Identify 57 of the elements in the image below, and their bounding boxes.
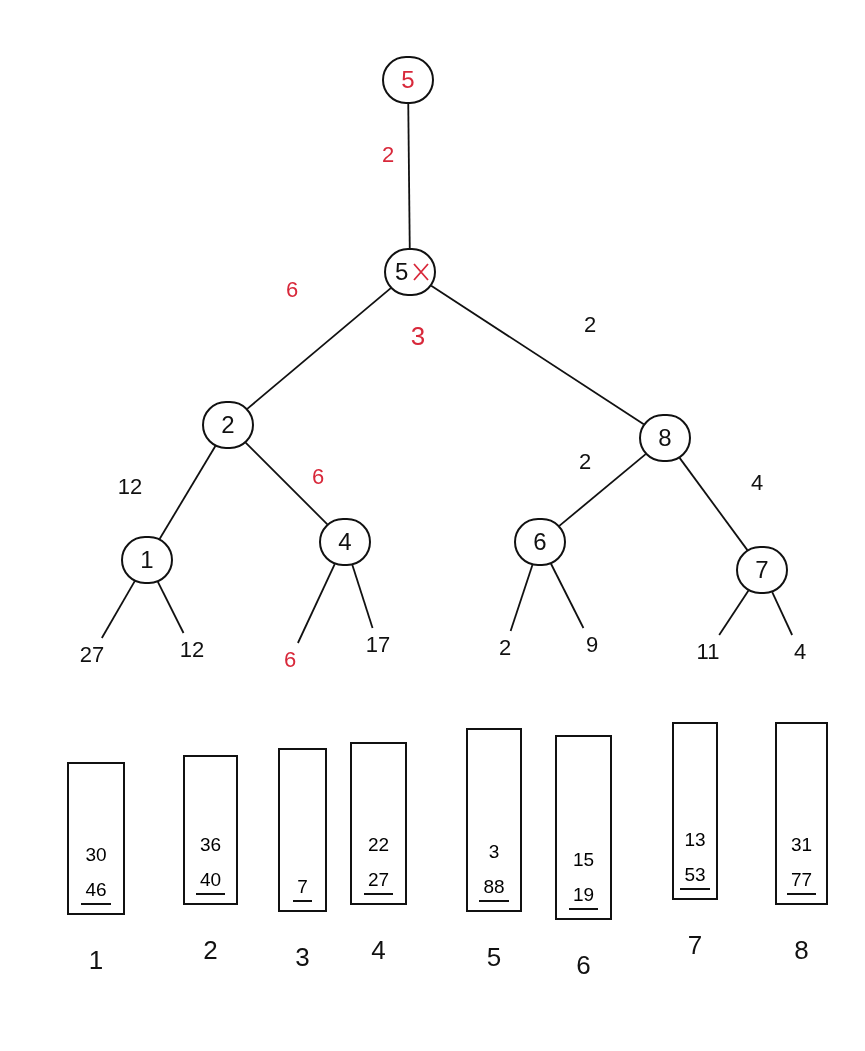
bucket-value: 7 (293, 877, 312, 902)
bucket-value: 46 (81, 880, 111, 905)
bucket-value: 77 (786, 870, 817, 895)
bucket-number: 6 (576, 952, 591, 978)
leaf-value: 11 (696, 641, 720, 663)
bucket-box (67, 762, 125, 915)
node-value: 5 (401, 68, 415, 92)
connector-line (351, 564, 374, 629)
connector-line (558, 453, 647, 527)
node-value: 2 (221, 413, 235, 437)
bucket-value: 3 (487, 842, 501, 861)
bucket-value: 36 (198, 835, 223, 854)
bucket-value: 53 (680, 865, 710, 890)
bucket-box (278, 748, 327, 912)
leaf-value: 6 (283, 649, 297, 671)
bucket-value: 22 (366, 835, 391, 854)
bucket-value: 30 (84, 845, 108, 864)
bucket-box (183, 755, 238, 905)
leaf-value: 2 (498, 637, 512, 659)
connector-line (678, 456, 749, 552)
connector-line (509, 564, 534, 632)
connector-line (407, 103, 411, 249)
bucket-number: 4 (371, 937, 386, 963)
bucket-number: 5 (486, 944, 502, 970)
node-value: 8 (658, 426, 672, 450)
connector-line (430, 284, 645, 426)
bucket-value: 40 (195, 870, 226, 895)
bucket-value: 27 (363, 870, 394, 895)
bucket-number: 2 (203, 937, 218, 963)
node-value: 5 (395, 260, 409, 284)
bucket-number: 8 (794, 937, 809, 963)
bucket-box (350, 742, 407, 905)
node-annotation: 3 (410, 323, 426, 349)
leaf-value: 17 (365, 634, 391, 656)
bucket-value: 13 (683, 830, 707, 849)
connector-line (244, 441, 329, 526)
bucket-number: 7 (687, 932, 703, 958)
bucket-value: 19 (568, 885, 599, 910)
leaf-value: 9 (585, 634, 599, 656)
bucket-value: 31 (789, 835, 814, 854)
node-value: 7 (755, 558, 769, 582)
connector-line (246, 287, 392, 410)
bucket-box (555, 735, 612, 920)
bucket-value: 15 (571, 850, 596, 869)
leaf-value: 12 (179, 639, 205, 661)
bucket-number: 3 (295, 944, 310, 970)
node-value: 4 (338, 530, 352, 554)
leaf-value: 4 (793, 641, 807, 663)
connector-line (718, 589, 750, 636)
leaf-value: 27 (79, 644, 105, 666)
bucket-box (672, 722, 718, 900)
bucket-value: 88 (479, 877, 509, 902)
node-value: 1 (140, 548, 154, 572)
bucket-box (775, 722, 828, 905)
bucket-box (466, 728, 522, 912)
node-value: 6 (533, 530, 547, 554)
bucket-number: 1 (88, 947, 104, 973)
